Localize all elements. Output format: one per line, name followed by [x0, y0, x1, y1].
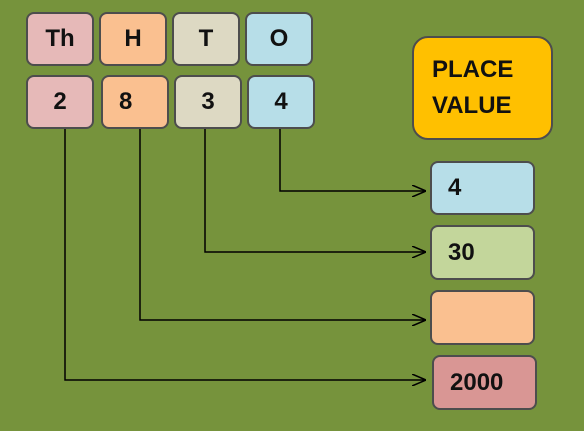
digit-ones: 4: [247, 75, 315, 129]
digit-thousands: 2: [26, 75, 94, 129]
arrow-ones: [279, 129, 424, 191]
arrow-hundreds: [139, 129, 424, 320]
digit-hundreds: 8: [101, 75, 169, 129]
place-value-line1: PLACE: [432, 56, 514, 83]
result-tens: 30: [430, 225, 535, 280]
result-ones: 4: [430, 161, 535, 215]
arrow-tens: [204, 129, 424, 252]
place-value-label: PLACE VALUE: [412, 36, 553, 140]
place-value-line2: VALUE: [432, 92, 512, 119]
result-thousands: 2000: [432, 355, 537, 410]
result-hundreds: [430, 290, 535, 345]
header-thousands: Th: [26, 12, 94, 66]
header-ones: O: [245, 12, 313, 66]
arrow-thousands: [64, 129, 424, 380]
header-tens: T: [172, 12, 240, 66]
digit-tens: 3: [174, 75, 242, 129]
header-hundreds: H: [99, 12, 167, 66]
